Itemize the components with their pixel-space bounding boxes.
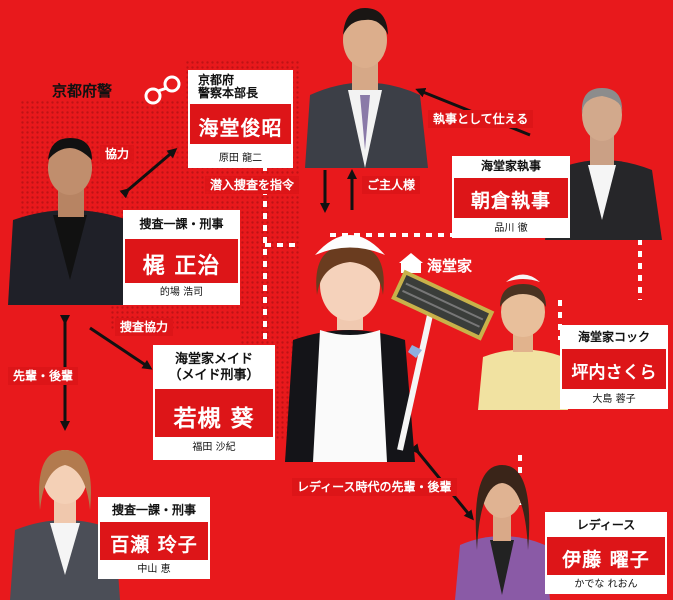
card-ito-actor: かでな れおん (574, 579, 638, 590)
asakura-portrait (540, 80, 665, 240)
handcuffs-icon (144, 75, 181, 105)
card-momose-actor: 中山 恵 (137, 564, 171, 575)
card-kaido-role: 京都府 警察本部長 (198, 73, 259, 100)
card-asakura-band: 朝倉執事 (454, 178, 568, 218)
label-cooperate: 協力 (100, 145, 135, 163)
card-tsubouchi-actor: 大島 蓉子 (592, 394, 636, 405)
police-group-label: 京都府警 (52, 82, 113, 100)
card-momose-band: 百瀬 玲子 (100, 522, 208, 560)
card-kaji: 捜査一課・刑事 梶 正治 的場 浩司 (123, 210, 240, 305)
card-asakura-actor: 品川 徹 (494, 223, 528, 234)
label-infiltrate: 潜入捜査を指令 (205, 176, 300, 194)
ito-portrait (455, 455, 550, 600)
card-kaji-role: 捜査一課・刑事 (139, 217, 224, 231)
card-momose-role: 捜査一課・刑事 (111, 503, 196, 517)
family-group-label: 海堂家 (427, 257, 473, 275)
card-tsubouchi-name: 坪内さくら (571, 363, 657, 383)
arrow-cooperate (119, 148, 178, 199)
card-ito: レディース 伊藤 曜子 かでな れおん (545, 512, 667, 594)
card-wakatsuki-role: 海堂家メイド （メイド刑事） (168, 352, 260, 383)
tsubouchi-portrait (478, 262, 568, 410)
card-kaji-actor: 的場 浩司 (159, 287, 204, 298)
label-senior-junior: 先輩・後輩 (8, 367, 79, 385)
card-kaido-band: 海堂俊昭 (190, 104, 291, 144)
card-kaji-band: 梶 正治 (125, 239, 238, 283)
card-momose-name: 百瀬 玲子 (110, 534, 198, 556)
card-tsubouchi-role: 海堂家コック (577, 330, 650, 344)
label-serve: 執事として仕える (428, 110, 534, 128)
family-group-border (263, 165, 642, 360)
card-kaido-name: 海堂俊昭 (198, 116, 283, 140)
card-wakatsuki-band: 若槻 葵 (155, 389, 273, 437)
card-momose: 捜査一課・刑事 百瀬 玲子 中山 恵 (98, 497, 210, 579)
card-kaido-actor: 原田 龍二 (218, 153, 263, 164)
house-icon (399, 253, 423, 273)
kaido-portrait (300, 0, 430, 168)
momose-portrait (10, 435, 120, 600)
wakatsuki-portrait (275, 210, 425, 462)
card-ito-role: レディース (576, 518, 636, 532)
card-asakura-role: 海堂家執事 (480, 159, 541, 173)
card-wakatsuki-name: 若槻 葵 (173, 406, 255, 432)
arrow-investigate (89, 326, 153, 370)
card-ito-name: 伊藤 曜子 (562, 549, 650, 571)
card-wakatsuki: 海堂家メイド （メイド刑事） 若槻 葵 福田 沙紀 (153, 345, 275, 460)
card-kaji-name: 梶 正治 (142, 254, 221, 279)
card-tsubouchi: 海堂家コック 坪内さくら 大島 蓉子 (560, 325, 668, 409)
label-master: ご主人様 (362, 176, 421, 194)
card-ito-band: 伊藤 曜子 (547, 537, 665, 575)
card-kaido: 京都府 警察本部長 海堂俊昭 原田 龍二 (188, 70, 293, 168)
card-wakatsuki-actor: 福田 沙紀 (192, 442, 236, 453)
label-ladies-era: レディース時代の先輩・後輩 (292, 478, 457, 496)
card-asakura-name: 朝倉執事 (470, 190, 551, 212)
label-investigate: 捜査協力 (115, 318, 174, 336)
card-asakura: 海堂家執事 朝倉執事 品川 徹 (452, 156, 570, 238)
kaji-portrait (8, 130, 133, 305)
card-tsubouchi-band: 坪内さくら (562, 349, 666, 389)
